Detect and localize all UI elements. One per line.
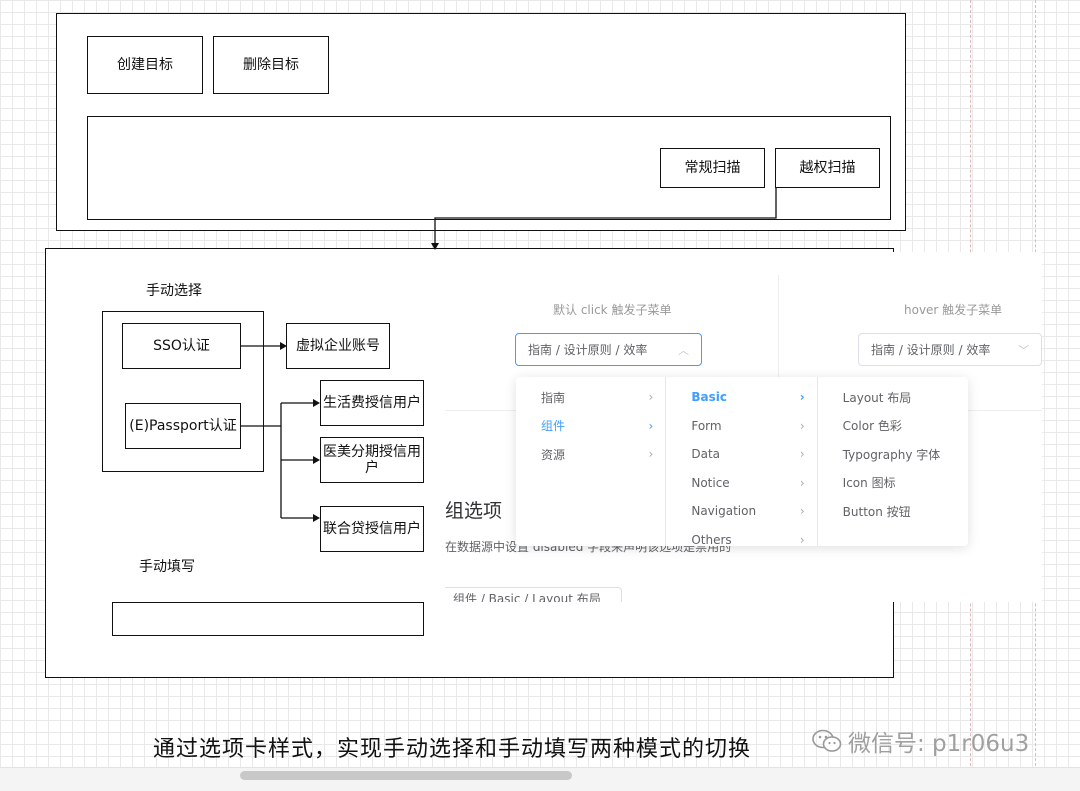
wechat-icon: [812, 729, 842, 752]
normal-scan-button[interactable]: 常规扫描: [660, 148, 765, 188]
chevron-right-icon: ›: [648, 390, 654, 405]
cascader-dropdown: 指南› 组件› 资源› Basic› Form› Data› Notice› N…: [516, 377, 968, 546]
hover-cascader-select[interactable]: 指南 / 设计原则 / 效率 ﹀: [858, 333, 1042, 366]
menu-item-button[interactable]: Button 按钮: [842, 504, 911, 519]
caption-text: 通过选项卡样式，实现手动选择和手动填写两种模式的切换: [153, 737, 752, 762]
create-target-button[interactable]: 创建目标: [87, 36, 203, 94]
panel-divider: [778, 275, 779, 395]
delete-target-button[interactable]: 删除目标: [213, 36, 329, 94]
scan-connector: [434, 188, 777, 246]
hover-trigger-header: hover 触发子菜单: [904, 303, 1003, 317]
sso-auth-option[interactable]: SSO认证: [122, 323, 241, 369]
chevron-right-icon: ›: [648, 447, 654, 462]
chevron-right-icon: ›: [799, 532, 805, 546]
living-credit-node: 生活费授信用户: [320, 380, 424, 426]
chevron-up-icon: ︿: [678, 343, 689, 357]
arrow-head-icon: [280, 342, 287, 350]
auth-group: [102, 311, 264, 472]
cascader-column-2: Basic› Form› Data› Notice› Navigation› O…: [666, 377, 818, 546]
joint-loan-credit-node: 联合贷授信用户: [320, 506, 424, 552]
menu-item-color[interactable]: Color 色彩: [842, 419, 902, 434]
arrow-head-icon: [313, 399, 320, 407]
menu-item-component[interactable]: 组件›: [541, 418, 654, 434]
horizontal-scrollbar-thumb[interactable]: [240, 771, 572, 780]
watermark: 微信号: p1r06u3: [812, 724, 1029, 758]
menu-item-basic[interactable]: Basic›: [691, 390, 805, 405]
menu-item-layout[interactable]: Layout 布局: [842, 390, 912, 405]
click-cascader-value: 指南 / 设计原则 / 效率: [528, 343, 648, 357]
arrow-head-icon: [313, 514, 320, 522]
menu-item-icon[interactable]: Icon 图标: [842, 476, 896, 491]
passport-auth-option[interactable]: (E)Passport认证: [125, 403, 241, 449]
menu-item-data[interactable]: Data›: [691, 447, 805, 462]
chevron-right-icon: ›: [799, 447, 805, 462]
manual-select-title: 手动选择: [146, 283, 202, 299]
privilege-scan-button[interactable]: 越权扫描: [775, 148, 880, 188]
menu-item-resource[interactable]: 资源›: [541, 447, 654, 462]
click-cascader-select[interactable]: 指南 / 设计原则 / 效率 ︿: [515, 333, 702, 366]
hover-cascader-value: 指南 / 设计原则 / 效率: [871, 343, 991, 357]
menu-item-navigation[interactable]: Navigation›: [691, 504, 805, 519]
chevron-right-icon: ›: [648, 418, 654, 433]
menu-item-guide[interactable]: 指南›: [541, 390, 654, 405]
beauty-credit-node: 医美分期授信用户: [320, 437, 424, 483]
manual-fill-title: 手动填写: [139, 559, 195, 575]
chevron-right-icon: ›: [799, 390, 805, 405]
manual-fill-input[interactable]: [112, 602, 424, 636]
click-trigger-header: 默认 click 触发子菜单: [553, 303, 672, 317]
menu-item-others[interactable]: Others›: [691, 532, 805, 546]
chevron-down-icon: ﹀: [1018, 343, 1029, 357]
watermark-text: 微信号: p1r06u3: [848, 731, 1030, 757]
chevron-right-icon: ›: [799, 475, 805, 490]
cascader-column-1: 指南› 组件› 资源›: [516, 377, 667, 546]
chevron-right-icon: ›: [799, 418, 805, 433]
section-title-fragment: 组选项: [445, 500, 503, 522]
menu-item-notice[interactable]: Notice›: [691, 475, 805, 490]
arrow-head-icon: [431, 243, 439, 250]
menu-item-form[interactable]: Form›: [691, 418, 805, 433]
menu-item-typography[interactable]: Typography 字体: [842, 447, 941, 462]
cascader-column-3: Layout 布局 Color 色彩 Typography 字体 Icon 图标…: [818, 377, 968, 546]
disabled-cascader-input[interactable]: 组件 / Basic / Layout 布局: [445, 587, 622, 602]
virtual-account-node: 虚拟企业账号: [286, 323, 390, 369]
arrow-head-icon: [313, 456, 320, 464]
chevron-right-icon: ›: [799, 504, 805, 519]
